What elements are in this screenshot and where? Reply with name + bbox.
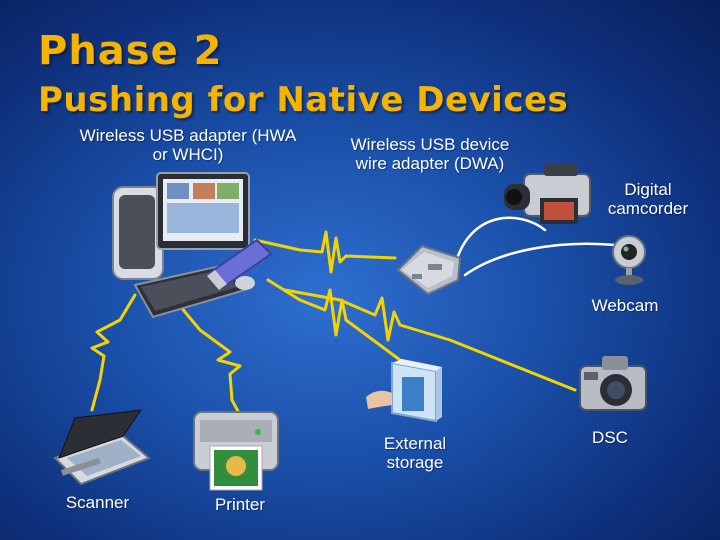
scanner-icon — [53, 409, 151, 486]
slide-title: Phase 2 — [38, 28, 223, 74]
dsc-label: DSC — [592, 428, 628, 447]
hwa-label: Wireless USB adapter (HWA or WHCI) — [79, 126, 297, 164]
dwa-label: Wireless USB device wire adapter (DWA) — [350, 135, 510, 173]
wireless-link-storage — [266, 278, 402, 362]
printer-label: Printer — [214, 495, 266, 514]
pc-icon — [112, 172, 255, 319]
camera-icon — [579, 356, 647, 411]
wireless-link-printer — [173, 298, 242, 417]
scanner-label: Scanner — [65, 493, 130, 512]
camcorder-cable — [453, 216, 547, 267]
printer-icon — [193, 411, 279, 491]
storage-label: External storage — [383, 434, 447, 472]
camcorder-icon — [504, 164, 591, 224]
camcorder-label: Digital camcorder — [607, 180, 689, 218]
wireless-link-dwa — [253, 230, 397, 274]
dwa-hub-icon — [396, 244, 462, 296]
webcam-label: Webcam — [591, 296, 659, 315]
webcam-cable — [463, 242, 617, 277]
slide-subtitle: Pushing for Native Devices — [38, 80, 569, 120]
storage-icon — [366, 359, 442, 423]
webcam-icon — [612, 235, 646, 285]
usb-dongle-icon — [207, 238, 273, 290]
wireless-link-dsc — [283, 288, 577, 392]
wireless-link-scanner — [90, 293, 137, 412]
